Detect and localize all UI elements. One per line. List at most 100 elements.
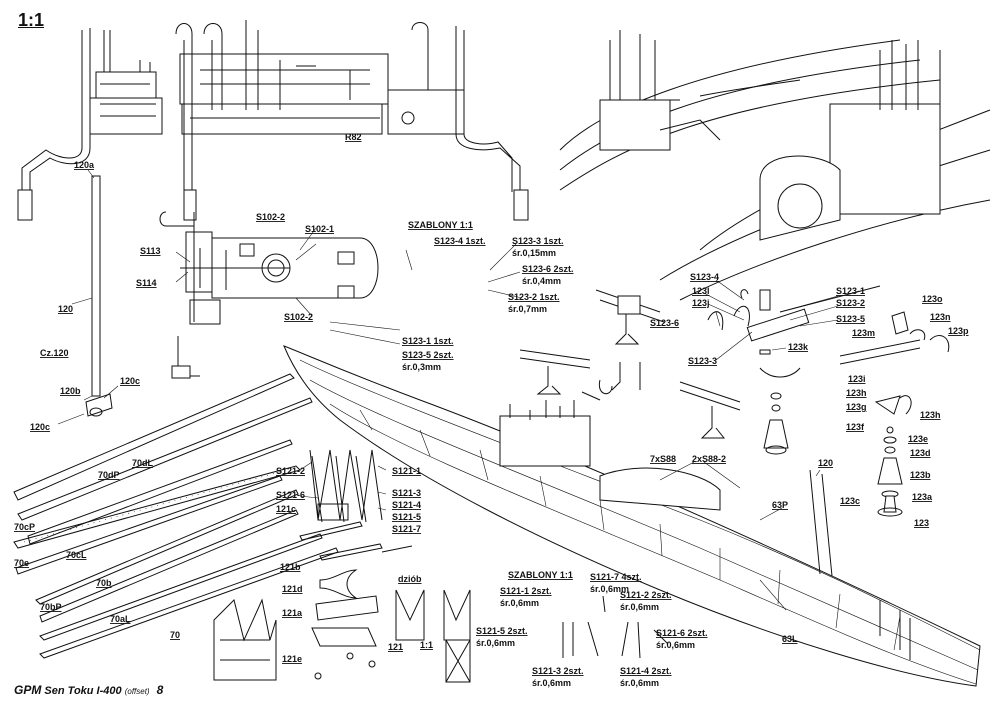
kit-title: Sen Toku I-400 — [44, 685, 122, 697]
label-7xS88: 7xS88 — [650, 454, 676, 464]
label-70e: 70e — [14, 558, 29, 568]
submarine-hull — [283, 345, 981, 687]
label-s102-2b: S102-2 — [284, 312, 313, 322]
label-121c: 121c — [276, 504, 296, 514]
label-s121-4: S121-4 — [392, 500, 421, 510]
label-sr-07: śr.0,7mm — [508, 304, 547, 314]
label-s121-6: S121-6 — [276, 490, 305, 500]
label-s123-5-2szt: S123-5 2szt. — [402, 350, 454, 360]
label-s121-5: S121-5 — [392, 512, 421, 522]
label-s121-3: S121-3 — [392, 488, 421, 498]
label-123a: 123a — [912, 492, 933, 502]
label-123i: 123i — [848, 374, 866, 384]
label-120a: 120a — [74, 160, 95, 170]
label-123b: 123b — [910, 470, 931, 480]
label-s121-2-2szt: S121-2 2szt. — [620, 590, 672, 600]
small-parts-123 — [707, 285, 950, 517]
label-s123-4: S123-4 — [690, 272, 719, 282]
label-s123-1: S123-1 — [836, 286, 865, 296]
label-szablony-top: SZABLONY 1:1 — [408, 220, 473, 230]
label-s121-3-2szt: S121-3 2szt. — [532, 666, 584, 676]
label-s113: S113 — [140, 246, 161, 256]
scale-label: 1:1 — [18, 10, 45, 30]
label-2xS88-2: 2xS88-2 — [692, 454, 726, 464]
label-s121-7: S121-7 — [392, 524, 421, 534]
label-120b: 120b — [60, 386, 81, 396]
label-123o: 123o — [922, 294, 943, 304]
label-s121-5-2szt: S121-5 2szt. — [476, 626, 528, 636]
label-s123-5: S123-5 — [836, 314, 865, 324]
label-120c-2: 120c — [30, 422, 50, 432]
label-120-hull: 120 — [818, 458, 833, 468]
frames-121 — [213, 449, 471, 683]
label-123k: 123k — [788, 342, 809, 352]
label-70dL: 70dL — [132, 458, 154, 468]
label-s121-2: S121-2 — [276, 466, 305, 476]
label-s123-6: S123-6 — [650, 318, 679, 328]
label-70b: 70b — [96, 578, 112, 588]
label-121d: 121d — [282, 584, 303, 594]
label-123j: 123j — [692, 298, 710, 308]
label-123e: 123e — [908, 434, 928, 444]
label-s121-6-2szt: S121-6 2szt. — [656, 628, 708, 638]
label-sr-015: śr.0,15mm — [512, 248, 556, 258]
label-123f: 123f — [846, 422, 865, 432]
edition-note: (offset) — [124, 687, 150, 696]
page-number: 8 — [156, 683, 164, 697]
deck-top-view — [159, 211, 379, 379]
label-121e: 121e — [282, 654, 302, 664]
label-63P: 63P — [772, 500, 788, 510]
label-121: 121 — [388, 642, 403, 652]
railings-70 — [13, 373, 339, 659]
label-s121-7-4szt: S121-7 4szt. — [590, 572, 642, 582]
tower-side-view-left — [17, 28, 163, 221]
label-123h-1: 123h — [846, 388, 867, 398]
label-s102-2a: S102-2 — [256, 212, 285, 222]
label-sr-03: śr.0,3mm — [402, 362, 441, 372]
label-123d: 123d — [910, 448, 931, 458]
label-s123-2-1szt: S123-2 1szt. — [508, 292, 560, 302]
mast-120-parts — [57, 169, 119, 425]
brand-logo: GPM — [14, 683, 42, 697]
label-s102-1: S102-1 — [305, 224, 334, 234]
label-s123-2: S123-2 — [836, 298, 865, 308]
label-sr-06-a: śr.0,6mm — [590, 584, 629, 594]
label-123h-2: 123h — [920, 410, 941, 420]
label-sr-06-e: śr.0,6mm — [656, 640, 695, 650]
tower-side-view-right — [387, 22, 529, 221]
label-70dP: 70dP — [98, 470, 120, 480]
aa-gun-set — [519, 289, 741, 439]
template-rods — [562, 595, 669, 659]
hull-closeup-1 — [559, 30, 941, 191]
label-cz120: Cz.120 — [40, 348, 69, 358]
label-s123-6-2szt: S123-6 2szt. — [522, 264, 574, 274]
label-s123-4-1szt: S123-4 1szt. — [434, 236, 486, 246]
label-szablony-bottom: SZABLONY 1:1 — [508, 570, 573, 580]
label-70cL: 70cL — [66, 550, 87, 560]
label-123c: 123c — [840, 496, 860, 506]
label-123n: 123n — [930, 312, 951, 322]
label-63L: 63L — [782, 634, 798, 644]
label-s121-1: S121-1 — [392, 466, 421, 476]
label-s114: S114 — [136, 278, 157, 288]
label-70: 70 — [170, 630, 180, 640]
label-70cP: 70cP — [14, 522, 35, 532]
label-121a: 121a — [282, 608, 303, 618]
label-70aL: 70aL — [110, 614, 131, 624]
label-70bP: 70bP — [40, 602, 62, 612]
label-sr-04: śr.0,4mm — [522, 276, 561, 286]
label-s123-1-1szt: S123-1 1szt. — [402, 336, 454, 346]
label-121b: 121b — [280, 562, 301, 572]
label-123p: 123p — [948, 326, 969, 336]
label-sr-06-d: śr.0,6mm — [476, 638, 515, 648]
hull-closeup-2 — [659, 40, 991, 301]
label-120: 120 — [58, 304, 73, 314]
label-scale-small: 1:1 — [420, 640, 433, 650]
label-s123-3-1szt: S123-3 1szt. — [512, 236, 564, 246]
label-120c: 120c — [120, 376, 140, 386]
part-labels: 120a 120 Cz.120 120b 120c 120c R82 S102-… — [14, 132, 969, 688]
label-r82: R82 — [345, 132, 362, 142]
label-123m: 123m — [852, 328, 875, 338]
